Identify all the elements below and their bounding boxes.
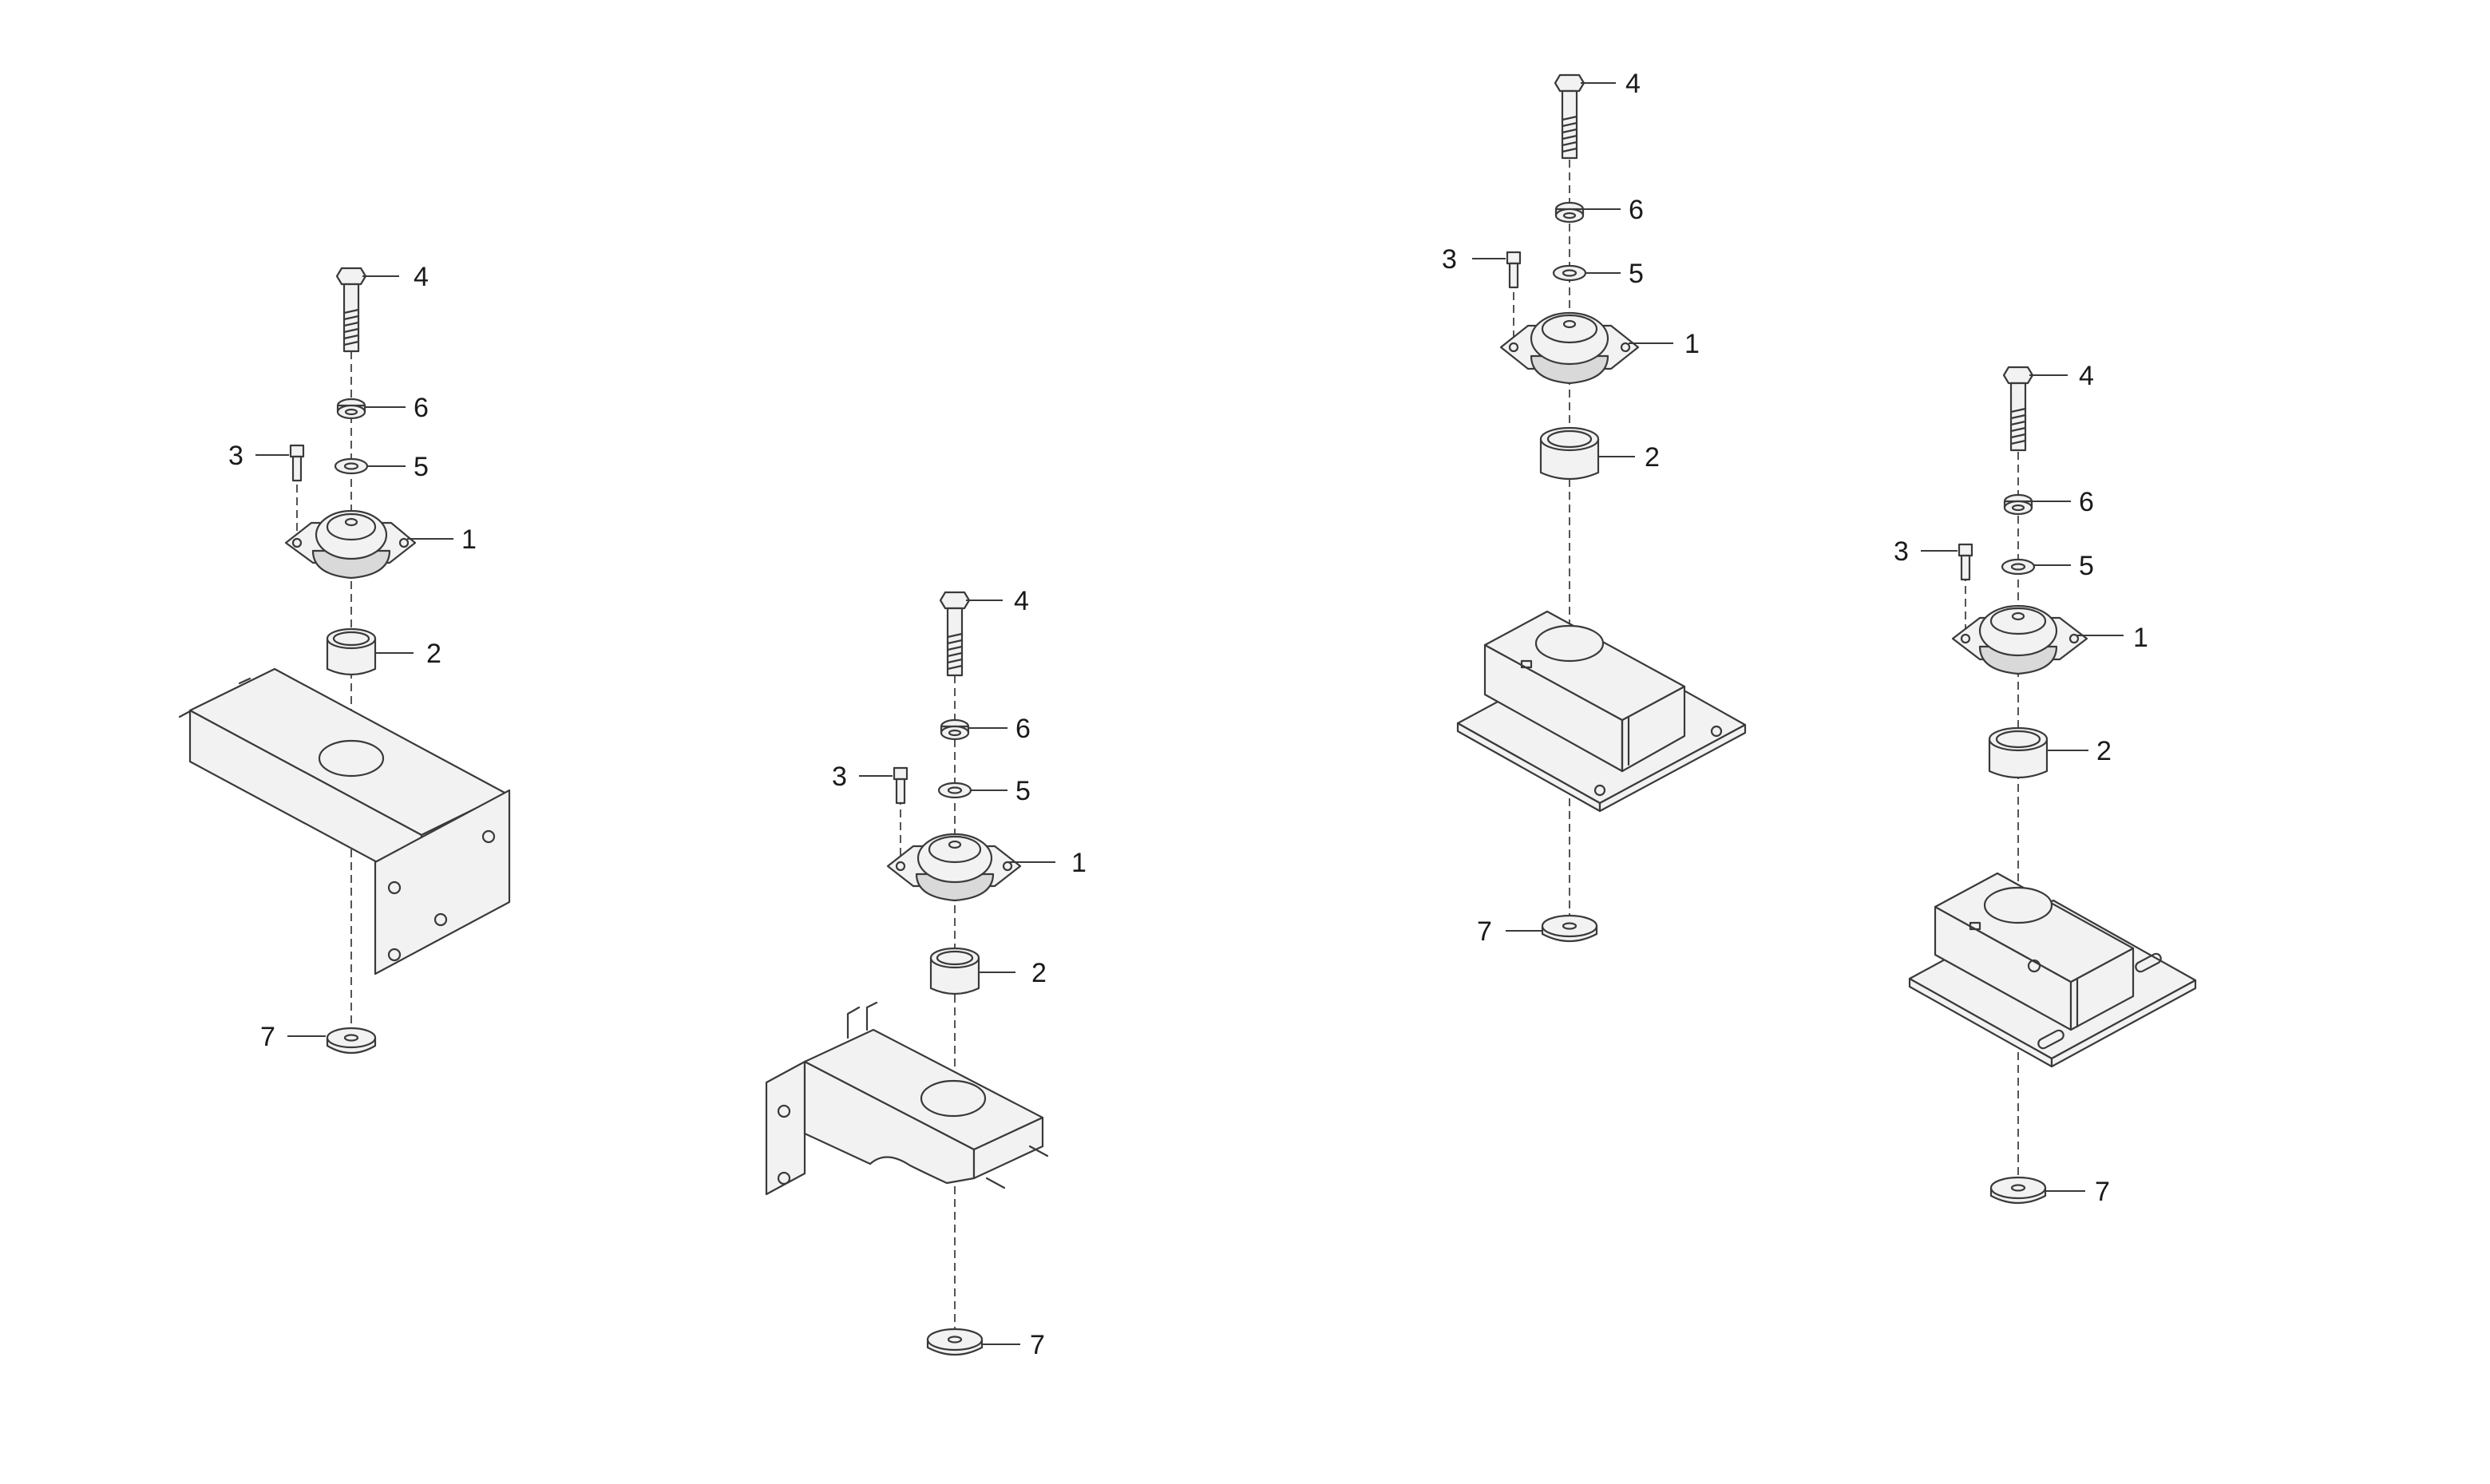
- mount-assembly-c: 4 6 5 3 1 2 7: [1442, 69, 1747, 947]
- assembly-d-callout-1: 1: [2133, 623, 2148, 653]
- assembly-d-bolt: [2002, 366, 2034, 452]
- assembly-a-callout-7: 7: [260, 1022, 275, 1052]
- assembly-b-lock-washer: [940, 718, 970, 741]
- assembly-a-bolt: [335, 267, 367, 353]
- assembly-b-callout-7: 7: [1030, 1330, 1045, 1360]
- assembly-a-bottom-washer: [326, 1027, 377, 1054]
- assembly-b-callout-6: 6: [1015, 714, 1031, 744]
- assembly-b-spacer: [929, 947, 980, 995]
- assembly-a-screw: [289, 444, 305, 482]
- assembly-a-spacer: [326, 627, 377, 676]
- assembly-c-lock-washer: [1554, 201, 1585, 224]
- assembly-b-bracket: [765, 1001, 1049, 1196]
- assembly-b-isolator-mount: [886, 833, 1022, 902]
- assembly-d-screw: [1958, 543, 1973, 581]
- assembly-c-callout-1: 1: [1684, 329, 1700, 359]
- assembly-a-flat-washer: [334, 457, 369, 475]
- assembly-d-callout-5: 5: [2079, 551, 2094, 581]
- assembly-c-spacer: [1539, 426, 1600, 481]
- assembly-c-bolt: [1554, 73, 1585, 160]
- assembly-a-callout-4: 4: [414, 262, 429, 292]
- assembly-d-callout-4: 4: [2079, 361, 2094, 391]
- assembly-c-screw: [1506, 251, 1522, 289]
- assembly-b-bolt: [939, 591, 971, 677]
- assembly-c-callout-2: 2: [1645, 442, 1660, 473]
- assembly-a-callout-5: 5: [414, 452, 429, 482]
- assembly-a-isolator-mount: [284, 509, 417, 580]
- assembly-b-callout-1: 1: [1071, 848, 1087, 878]
- assembly-d-callout-2: 2: [2096, 736, 2112, 766]
- assembly-d-bottom-washer: [1989, 1176, 2047, 1204]
- assembly-c-flat-washer: [1552, 264, 1587, 282]
- assembly-b-callout-3: 3: [832, 762, 847, 792]
- assembly-b-screw: [893, 766, 909, 805]
- assembly-c-callout-3: 3: [1442, 244, 1457, 275]
- assembly-c-callout-4: 4: [1625, 69, 1641, 99]
- assembly-a-callout-2: 2: [426, 639, 441, 669]
- assembly-c-base: [1456, 610, 1747, 813]
- assembly-d-base: [1908, 872, 2197, 1068]
- assembly-d-callout-7: 7: [2095, 1177, 2110, 1207]
- assembly-b-flat-washer: [937, 782, 972, 799]
- assembly-a-lock-washer: [336, 398, 366, 420]
- assembly-d-callout-6: 6: [2079, 487, 2094, 517]
- assembly-a-callout-6: 6: [414, 393, 429, 423]
- assembly-c-bottom-washer: [1541, 914, 1598, 942]
- assembly-c-isolator-mount: [1499, 311, 1640, 385]
- assembly-a-bracket: [178, 667, 511, 975]
- mount-assembly-a: 4 6 5 3 1 2 7: [178, 262, 511, 1054]
- assembly-d-spacer: [1988, 726, 2049, 779]
- assembly-c-callout-5: 5: [1629, 259, 1644, 289]
- assembly-d-flat-washer: [2001, 558, 2036, 576]
- assembly-a-callout-1: 1: [461, 524, 477, 555]
- mount-assembly-d: 4 6 5 3 1 2 7: [1894, 361, 2197, 1207]
- assembly-b-callout-2: 2: [1031, 958, 1047, 988]
- assembly-b-callout-4: 4: [1014, 586, 1029, 616]
- assembly-b-callout-5: 5: [1015, 776, 1031, 806]
- assembly-d-callout-3: 3: [1894, 536, 1909, 567]
- mount-assembly-b: 4 6 5 3 1 2 7: [765, 586, 1087, 1360]
- assembly-c-callout-6: 6: [1629, 195, 1644, 225]
- assembly-c-callout-7: 7: [1477, 916, 1492, 947]
- assembly-a-callout-3: 3: [228, 441, 243, 471]
- assembly-d-lock-washer: [2003, 493, 2033, 516]
- assembly-b-bottom-washer: [926, 1328, 984, 1355]
- assembly-d-isolator-mount: [1951, 604, 2088, 675]
